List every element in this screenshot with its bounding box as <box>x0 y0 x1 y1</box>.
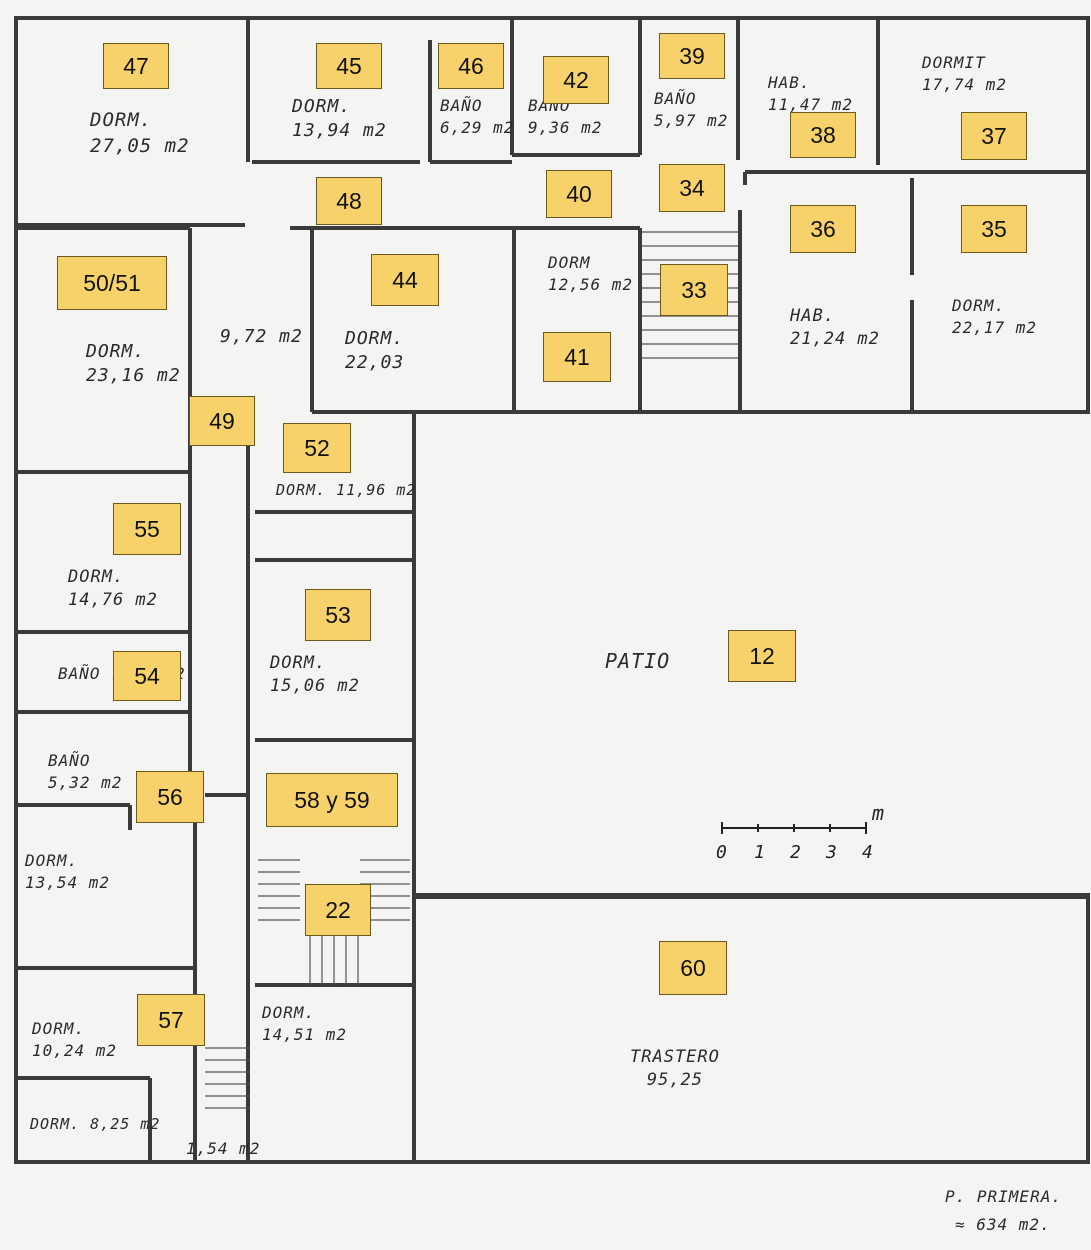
room-text-60: TRASTERO 95,25 <box>630 1047 720 1090</box>
room-label-41: 41 <box>543 332 611 382</box>
room-label-47: 47 <box>103 43 169 89</box>
room-text-39: BAÑO 5,97 m2 <box>654 89 729 130</box>
room-label-53: 53 <box>305 589 371 641</box>
room-text-56: BAÑO 5,32 m2 <box>48 751 123 792</box>
room-text-patio: PATIO <box>605 649 671 673</box>
room-text-35: DORM. 22,17 m2 <box>952 296 1038 337</box>
room-label-12: 12 <box>728 630 796 682</box>
footer-title: P. PRIMERA. <box>945 1187 1062 1206</box>
room-label-22: 22 <box>305 884 371 936</box>
scale-tick-3: 3 <box>825 842 837 863</box>
room-label-58-59: 58 y 59 <box>266 773 398 827</box>
room-label-52: 52 <box>283 423 351 473</box>
room-label-48: 48 <box>316 177 382 225</box>
room-label-42: 42 <box>543 56 609 104</box>
room-label-57: 57 <box>137 994 205 1046</box>
room-label-44: 44 <box>371 254 439 306</box>
scale-tick-4: 4 <box>862 842 873 863</box>
room-text-36: HAB. 21,24 m2 <box>790 306 880 349</box>
room-text-22: DORM. 14,51 m2 <box>262 1003 348 1044</box>
walls <box>14 16 1090 1164</box>
scale-tick-2: 2 <box>790 842 801 863</box>
room-label-40: 40 <box>546 170 612 218</box>
room-text-45: DORM. 13,94 m2 <box>292 96 387 142</box>
scale-bar <box>721 822 867 834</box>
room-text-44: DORM. 22,03 <box>345 328 405 374</box>
room-text-50: DORM. 23,16 m2 <box>86 341 181 387</box>
room-text-55: DORM. 14,76 m2 <box>68 567 158 610</box>
room-label-50-51: 50/51 <box>57 256 167 310</box>
room-text-53: DORM. 15,06 m2 <box>270 653 360 696</box>
room-text-hall: 1,54 m2 <box>186 1139 261 1158</box>
room-label-45: 45 <box>316 43 382 89</box>
room-text-37: DORMIT 17,74 m2 <box>922 53 1008 94</box>
room-label-39: 39 <box>659 33 725 79</box>
room-label-37: 37 <box>961 112 1027 160</box>
room-label-36: 36 <box>790 205 856 253</box>
room-label-54: 54 <box>113 651 181 701</box>
scale-tick-0: 0 <box>716 842 727 863</box>
room-label-60: 60 <box>659 941 727 995</box>
room-text-47: DORM. 27,05 m2 <box>90 109 190 157</box>
footer-area: ≈ 634 m2. <box>955 1215 1051 1234</box>
room-label-55: 55 <box>113 503 181 555</box>
room-text-57a: DORM. 13,54 m2 <box>25 851 111 892</box>
room-text-33: DORM 12,56 m2 <box>548 253 634 294</box>
room-label-33: 33 <box>660 264 728 316</box>
room-label-46: 46 <box>438 43 504 89</box>
room-label-56: 56 <box>136 771 204 823</box>
room-label-35: 35 <box>961 205 1027 253</box>
room-text-52: DORM. 11,96 m2 <box>276 481 417 499</box>
room-label-49: 49 <box>189 396 255 446</box>
scale-unit: m <box>871 801 884 825</box>
room-text-38: HAB. 11,47 m2 <box>768 73 854 114</box>
room-label-34: 34 <box>659 164 725 212</box>
room-text-46: BAÑO 6,29 m2 <box>440 96 515 137</box>
room-text-57c: DORM. 8,25 m2 <box>30 1115 161 1133</box>
room-text-49: 9,72 m2 <box>220 326 303 347</box>
room-text-57b: DORM. 10,24 m2 <box>32 1019 118 1060</box>
scale-tick-1: 1 <box>754 842 765 863</box>
room-label-38: 38 <box>790 112 856 158</box>
